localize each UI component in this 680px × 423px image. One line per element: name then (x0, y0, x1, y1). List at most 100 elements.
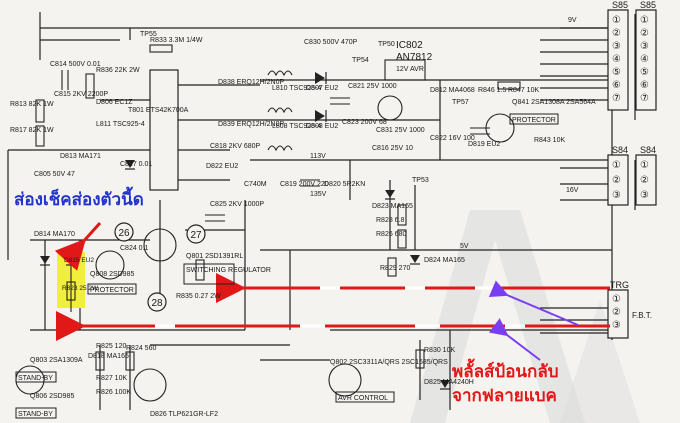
pointer-arrow-purple-1 (488, 280, 579, 326)
label-s84-right: S84 (640, 145, 656, 155)
diode-symbols (40, 72, 450, 390)
label-d823: D823 MA165 (372, 203, 413, 210)
s85-right-pin-1: ① (640, 15, 649, 26)
watermark-shape (560, 300, 640, 423)
label-fbt: F.B.T. (632, 311, 652, 320)
label-c805: C805 50V 47 (34, 171, 75, 178)
label-r817: R817 82K 1W (10, 127, 54, 134)
s85-right-pin-7: ⑦ (640, 93, 649, 104)
s85-left-pin-7: ⑦ (612, 93, 621, 104)
s84-right-pin-2: ② (640, 175, 649, 186)
label-r826: R826 680 (376, 231, 406, 238)
label-c814: C814 500V 0.01 (50, 61, 101, 68)
label-r835: R835 0.27 2W (176, 293, 221, 300)
label-q801: Q801 2SD1391RL (186, 253, 243, 260)
node-28: 28 (151, 298, 163, 309)
label-s84-left: S84 (612, 145, 628, 155)
label-q802: Q802 2SC3311A/QRS 2SC1685/QRS (330, 359, 448, 366)
label-c831: C831 25V 1000 (376, 127, 425, 134)
label-d814: D814 MA170 (34, 231, 75, 238)
s85-left-pin-3: ③ (612, 41, 621, 52)
label-r813: R813 82K 1W (10, 101, 54, 108)
trg-pin-3: ③ (612, 320, 621, 331)
connector-trg (607, 289, 629, 339)
label-135v: 135V (310, 191, 327, 198)
s84-left-pin-1: ① (612, 160, 621, 171)
connector-s84-left (607, 154, 629, 206)
label-r830: R830 10K (424, 347, 455, 354)
label-tp57: TP57 (452, 99, 469, 106)
label-standby-2: STAND-BY (18, 411, 53, 418)
s85-left-pin-6: ⑥ (612, 80, 621, 91)
label-s85-left: S85 (612, 0, 628, 10)
label-9v: 9V (568, 17, 577, 24)
label-113v: 113V (310, 153, 326, 160)
label-l808: L808 TSC925-4 (272, 123, 321, 130)
s84-right-pin-3: ③ (640, 190, 649, 201)
label-tp54: TP54 (352, 57, 369, 64)
label-r823: R823 25 2W (62, 285, 99, 292)
label-d813: D813 MA171 (60, 153, 101, 160)
s85-left-pin-1: ① (612, 15, 621, 26)
connector-s85-right (635, 9, 657, 111)
label-c824: C824 0.1 (120, 245, 149, 252)
pointer-arrows (488, 280, 579, 361)
connector-s84-right (635, 154, 657, 206)
label-r846: R846 1.5 (478, 87, 507, 94)
check-note: ส่องเช็คส่องตัวนี้ด (14, 190, 144, 210)
label-r829: R829 270 (380, 265, 410, 272)
watermark-shape (410, 210, 585, 423)
label-r847: R847 10K (508, 87, 539, 94)
label-c830: C830 500V 470P (304, 39, 358, 46)
label-d806: D806 EC1Z (96, 99, 133, 106)
label-c821: C821 25V 1000 (348, 83, 397, 90)
label-c823: C823 200V 68 (342, 119, 387, 126)
label-r826b: R826 100K (96, 389, 131, 396)
label-q808: Q808 2SD985 (90, 271, 134, 278)
label-q806: Q806 2SD985 (30, 393, 74, 400)
label-protector-top: PROTECTOR (512, 117, 556, 124)
label-r824: R824 560 (126, 345, 156, 352)
s85-right-pin-5: ⑤ (640, 67, 649, 78)
label-avr12: 12V AVR (396, 66, 424, 73)
label-switching: SWITCHING REGULATOR (186, 267, 271, 274)
label-l811: L811 TSC925-4 (96, 121, 145, 128)
s84-left-pin-2: ② (612, 175, 621, 186)
label-avr-control: AVR CONTROL (338, 395, 388, 402)
s85-right-pin-6: ⑥ (640, 80, 649, 91)
label-c817: C817 0.01 (120, 161, 152, 168)
component-symbols (15, 44, 521, 402)
label-c815: C815 2KV 2200P (54, 91, 108, 98)
label-d839: D839 ERQ12H/2N0P (218, 121, 284, 128)
label-c816: C816 25V 10 (372, 145, 413, 152)
label-protector: PROTECTOR (90, 287, 134, 294)
label-d807: D807 EU2 (306, 85, 338, 92)
label-c825: C825 2KV 1000P (210, 201, 264, 208)
label-d820: D820 5R2KN (324, 181, 365, 188)
label-16v: 16V (566, 187, 579, 194)
s84-right-pin-1: ① (640, 160, 649, 171)
label-tp55: TP55 (140, 31, 157, 38)
label-q841: Q841 2SA1308A 2SA564A (512, 99, 596, 106)
s85-left-pin-2: ② (612, 28, 621, 39)
label-d824: D824 MA165 (424, 257, 465, 264)
s85-left-pin-4: ④ (612, 54, 621, 65)
label-tp50: TP50 (378, 41, 395, 48)
connector-s85-left (607, 9, 629, 111)
label-r828: R828 6.8 (376, 217, 405, 224)
label-d812: D812 MA4068 (430, 87, 475, 94)
s85-left-pin-5: ⑤ (612, 67, 621, 78)
label-ic802: IC802 (396, 40, 423, 51)
label-c819: C819 200V 220 (280, 181, 329, 188)
s85-right-pin-4: ④ (640, 54, 649, 65)
label-d819: D819 EU2 (468, 141, 500, 148)
label-d818: D818 MA165 (88, 353, 129, 360)
label-t801: T801 ETS42K700A (128, 107, 189, 114)
label-d815: D815 EU2 (64, 257, 94, 264)
label-c740: C740M (244, 181, 267, 188)
label-q803: Q803 2SA1309A (30, 357, 83, 364)
s85-right-pin-3: ③ (640, 41, 649, 52)
